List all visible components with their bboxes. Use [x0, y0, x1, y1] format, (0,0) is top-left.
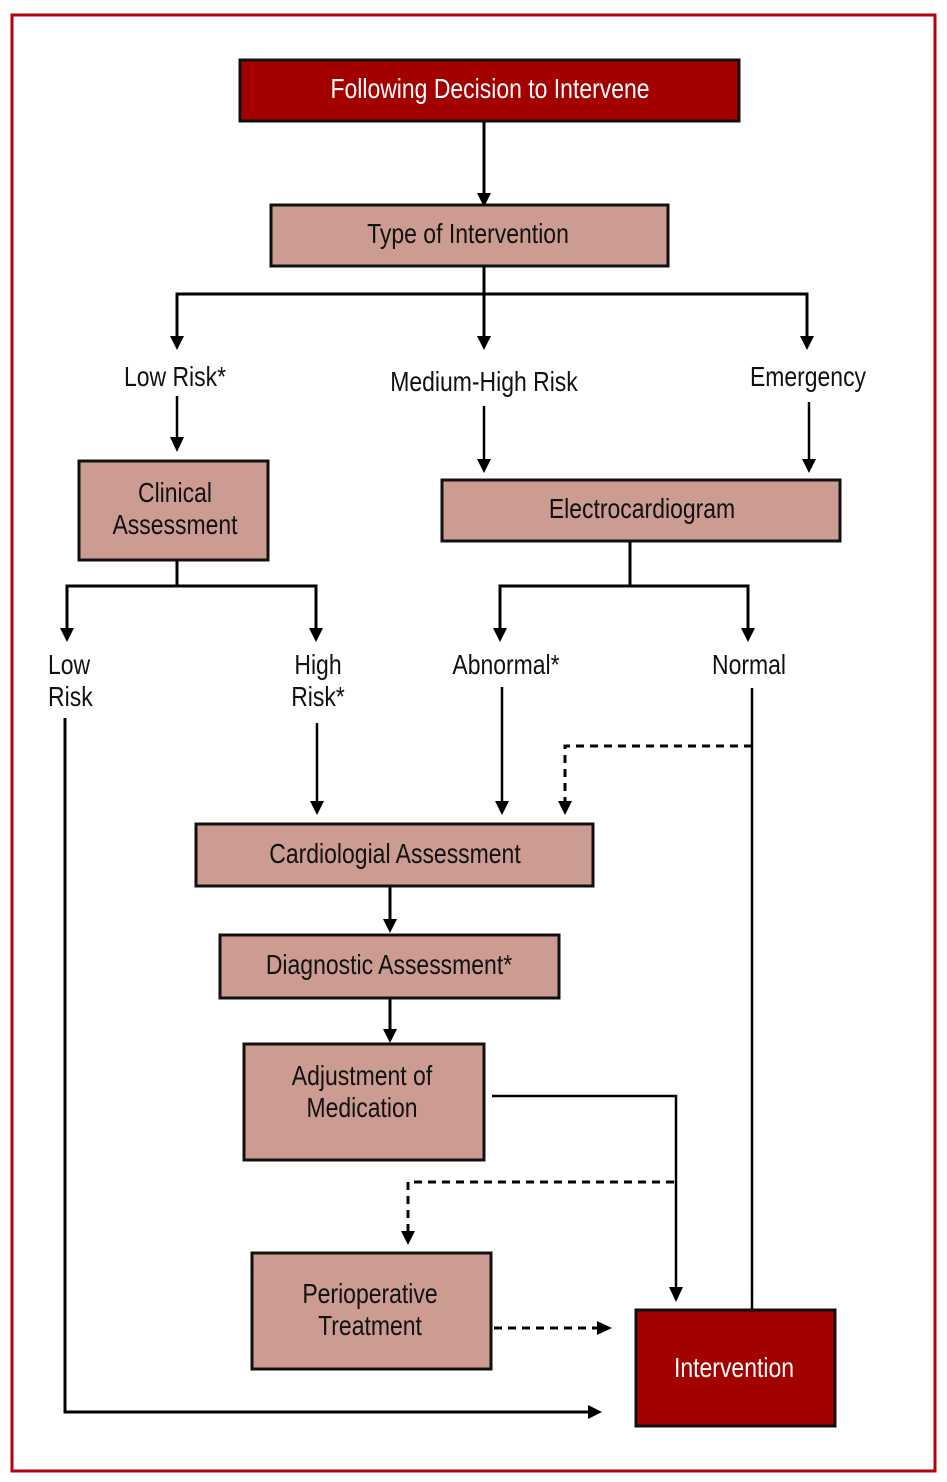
start-label: Following Decision to Intervene — [330, 73, 649, 104]
perioperative-treatment-box — [250, 1251, 493, 1371]
diagnostic-assessment-label: Diagnostic Assessment* — [266, 949, 512, 980]
arrowhead — [477, 459, 491, 473]
arrowhead — [588, 1405, 602, 1419]
arrowhead — [170, 336, 184, 350]
perioperative-treatment-line-1: Perioperative — [302, 1278, 437, 1309]
arrowhead — [800, 336, 814, 350]
intervention-box — [634, 1308, 837, 1428]
adjustment-of-medication-line-1: Adjustment of — [292, 1060, 433, 1091]
edge-adjustment-to-perioperative-dashed — [406, 1180, 674, 1234]
label-low-risk-line-2: Risk — [48, 681, 94, 712]
edge-type-branch-bar — [175, 292, 809, 338]
node-diagnostic-assessment: Diagnostic Assessment* — [218, 933, 561, 1000]
label-high-risk-line-1: High — [294, 649, 341, 680]
edge-clinical-branch-bar — [65, 584, 318, 630]
clinical-assessment-box — [77, 459, 270, 562]
arrowhead — [310, 801, 324, 815]
arrowhead — [741, 628, 755, 642]
arrowhead — [495, 801, 509, 815]
adjustment-of-medication-box — [242, 1042, 486, 1162]
node-perioperative-treatment: Perioperative Treatment — [250, 1251, 493, 1371]
adjustment-of-medication-line-2: Medication — [307, 1092, 418, 1123]
arrowhead — [383, 919, 397, 933]
outer-frame — [10, 13, 937, 1473]
node-type-of-intervention: Type of Intervention — [269, 203, 670, 268]
node-cardiologial-assessment: Cardiologial Assessment — [194, 822, 595, 888]
perioperative-treatment-line-2: Treatment — [318, 1310, 422, 1341]
label-normal: Normal — [712, 649, 786, 680]
clinical-assessment-line-1: Clinical — [138, 477, 212, 508]
label-emergency: Emergency — [750, 361, 866, 392]
arrowhead — [669, 1287, 683, 1302]
diagnostic-assessment-box — [218, 933, 561, 1000]
label-low-risk-star: Low Risk* — [124, 361, 226, 392]
edge-normal-to-cardio-dashed — [563, 744, 752, 804]
label-low-risk-line-1: Low — [48, 649, 91, 680]
intervention-label: Intervention — [674, 1352, 794, 1383]
electrocardiogram-label: Electrocardiogram — [549, 493, 735, 524]
arrowhead — [597, 1321, 612, 1335]
arrowhead — [170, 437, 184, 452]
type-of-intervention-label: Type of Intervention — [367, 218, 569, 249]
arrowhead — [558, 801, 572, 815]
label-high-risk-line-2: Risk* — [291, 681, 345, 712]
node-clinical-assessment: Clinical Assessment — [77, 459, 270, 562]
start-box — [238, 58, 741, 123]
arrowhead — [383, 1029, 397, 1043]
arrowhead — [477, 193, 491, 207]
electrocardiogram-box — [440, 478, 842, 543]
arrowhead — [401, 1231, 415, 1245]
edge-adjustment-to-intervention — [492, 1094, 678, 1290]
arrowhead — [493, 628, 507, 642]
label-abnormal-star: Abnormal* — [452, 649, 559, 680]
cardiologial-assessment-label: Cardiologial Assessment — [269, 838, 521, 869]
connectors — [60, 121, 816, 1419]
edge-ecg-branch-bar — [498, 584, 750, 630]
arrowhead — [802, 459, 816, 473]
edge-lowrisk-to-intervention — [63, 718, 590, 1414]
node-start: Following Decision to Intervene — [238, 58, 741, 123]
type-of-intervention-box — [269, 203, 670, 268]
label-medium-high-risk: Medium-High Risk — [390, 366, 578, 397]
arrowhead — [60, 628, 74, 642]
arrowhead — [309, 628, 323, 642]
node-electrocardiogram: Electrocardiogram — [440, 478, 842, 543]
cardiologial-assessment-box — [194, 822, 595, 888]
arrowhead — [477, 336, 491, 350]
clinical-assessment-line-2: Assessment — [113, 509, 238, 540]
node-adjustment-of-medication: Adjustment of Medication — [242, 1042, 486, 1162]
node-intervention: Intervention — [634, 1308, 837, 1428]
